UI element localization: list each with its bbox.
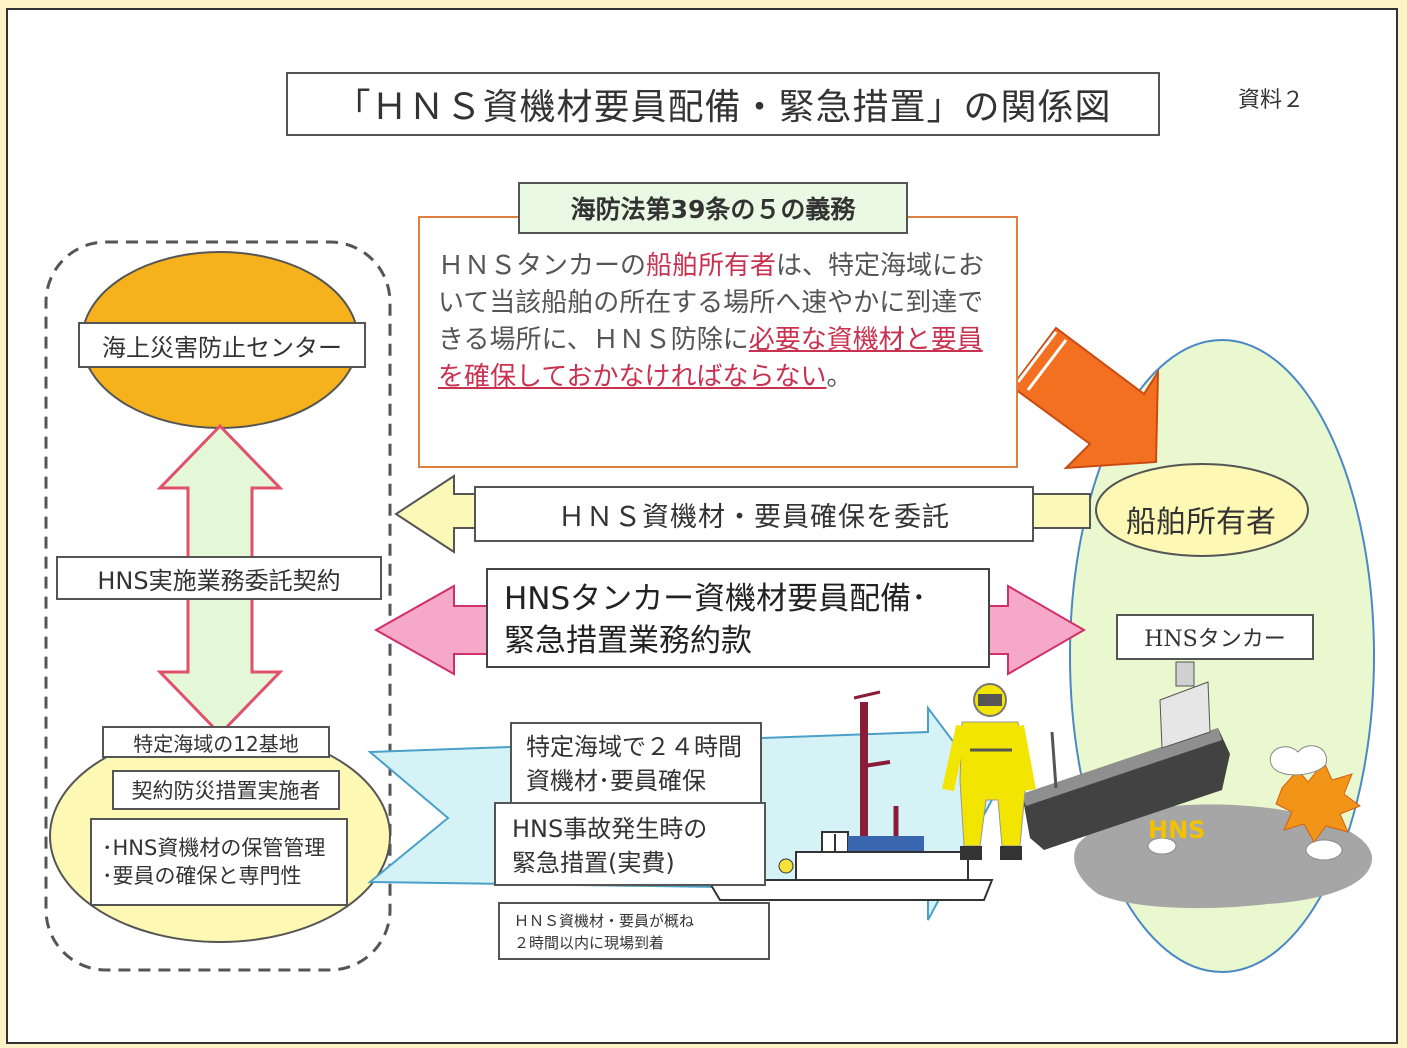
law-body-highlight: 船舶所有者: [646, 251, 777, 281]
bases-label: 特定海域の12基地: [102, 726, 330, 758]
agreement-line1: HNSタンカー資機材要員配備･: [504, 581, 927, 617]
left-group-dashed-border: [44, 240, 392, 972]
smoke-icon: [1269, 745, 1327, 776]
emergency-line1: HNS事故発生時の: [512, 815, 708, 843]
duty-personnel: ･要員の確保と専門性: [102, 864, 302, 888]
arrival-line1: ＨＮＳ資機材・要員が概ね: [514, 912, 695, 930]
hazmat-responder-icon: [942, 683, 1036, 860]
duty-storage: ･HNS資機材の保管管理: [102, 836, 326, 860]
diagram-frame: 「ＨＮＳ資機材要員配備・緊急措置」の関係図 資料２ ＨＮＳタンカーの船舶所有者は…: [6, 8, 1398, 1044]
owner-label: 船舶所有者: [1126, 505, 1276, 540]
tanker-ship-icon: [1022, 661, 1230, 850]
standby-line2: 資機材･要員確保: [526, 767, 706, 795]
implementer-label: 契約防災措置実施者: [112, 770, 340, 810]
response-vessel-icon: [706, 690, 994, 901]
owner-ellipse: [1095, 463, 1309, 557]
page-title: 「ＨＮＳ資機材要員配備・緊急措置」の関係図: [286, 72, 1160, 136]
law-body-end: 。: [826, 362, 853, 392]
consign-label: ＨＮＳ資機材・要員確保を委託: [474, 486, 1034, 542]
emergency-label: HNS事故発生時の 緊急措置(実費): [494, 802, 766, 886]
tanker-label: HNSタンカー: [1116, 614, 1314, 660]
arrival-label: ＨＮＳ資機材・要員が概ね ２時間以内に現場到着: [498, 902, 770, 960]
standby-line1: 特定海域で２４時間: [526, 733, 742, 761]
obligation-arrow: [999, 326, 1160, 470]
hns-spill-label: HNS: [1148, 816, 1206, 844]
standby-label: 特定海域で２４時間 資機材･要員確保: [510, 722, 762, 806]
contract-label: HNS実施業務委託契約: [56, 556, 382, 600]
agreement-label: HNSタンカー資機材要員配備･ 緊急措置業務約款: [486, 568, 990, 668]
emergency-line2: 緊急措置(実費): [512, 849, 675, 877]
law-body-part2: は、特定海域において当該船舶の所在する場所へ速やかに到達できる場所に、ＨＮＳ防除…: [438, 251, 985, 355]
document-label: 資料２: [1238, 88, 1305, 113]
law-title: 海防法第39条の５の義務: [518, 182, 908, 234]
law-body-underlined: 必要な資機材と要員を確保しておかなければならない: [438, 325, 983, 392]
hns-spill: [1074, 804, 1373, 909]
law-obligation-text: ＨＮＳタンカーの船舶所有者は、特定海域において当該船舶の所在する場所へ速やかに到…: [418, 216, 1018, 468]
agreement-line2: 緊急措置業務約款: [504, 623, 752, 659]
center-label: 海上災害防止センター: [78, 322, 366, 368]
arrival-line2: ２時間以内に現場到着: [514, 934, 665, 952]
law-body-part1: ＨＮＳタンカーの: [438, 251, 647, 281]
implementer-duties: ･HNS資機材の保管管理 ･要員の確保と専門性: [90, 818, 348, 906]
